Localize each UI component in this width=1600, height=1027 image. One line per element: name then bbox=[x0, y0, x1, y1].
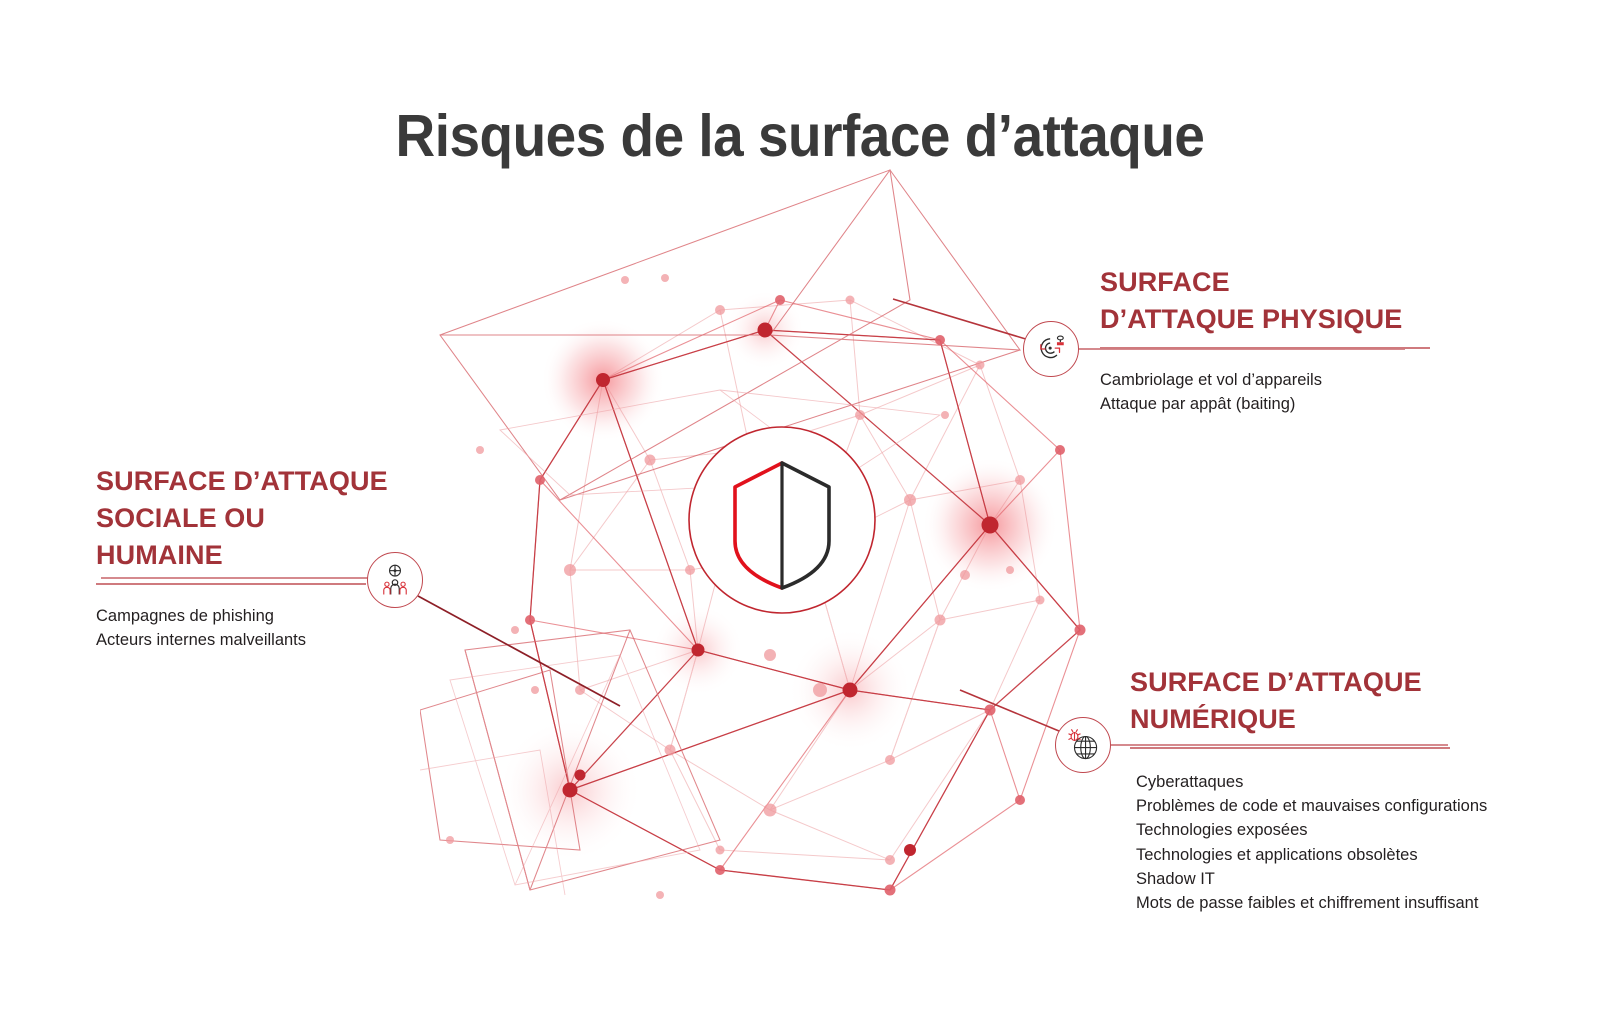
callout-list-numerique: Cyberattaques Problèmes de code et mauva… bbox=[1136, 770, 1550, 916]
network-svg bbox=[420, 169, 1086, 899]
badge-surface-attaque-sociale[interactable] bbox=[367, 552, 423, 608]
list-item: Cambriolage et vol d’appareils bbox=[1100, 370, 1322, 389]
list-item: Acteurs internes malveillants bbox=[96, 631, 307, 650]
badge-surface-attaque-numerique[interactable] bbox=[1055, 717, 1111, 773]
physical-target-device-icon bbox=[1040, 335, 1064, 359]
callout-rule-numerique bbox=[1130, 746, 1450, 749]
people-target-icon bbox=[383, 564, 407, 595]
list-item: Technologies et applications obsolètes bbox=[1136, 845, 1418, 864]
list-item: Shadow IT bbox=[1136, 869, 1215, 888]
list-item: Problèmes de code et mauvaises configura… bbox=[1136, 797, 1488, 816]
callout-rule-physique bbox=[1100, 346, 1430, 349]
shield-icon bbox=[688, 426, 876, 614]
network-glows bbox=[498, 290, 1058, 862]
center-shield-badge bbox=[687, 425, 877, 615]
list-item: Campagnes de phishing bbox=[96, 606, 274, 625]
callout-rule-sociale bbox=[96, 582, 366, 585]
callout-surface-attaque-physique: SURFACE D’ATTAQUE PHYSIQUE Cambriolage e… bbox=[1100, 264, 1500, 416]
callout-heading-numerique: SURFACE D’ATTAQUE NUMÉRIQUE bbox=[1130, 667, 1422, 734]
network-nodes-hub bbox=[562, 322, 999, 856]
callout-heading-physique: SURFACE D’ATTAQUE PHYSIQUE bbox=[1100, 267, 1403, 334]
callout-list-sociale: Campagnes de phishing Acteurs internes m… bbox=[96, 604, 496, 653]
page-title: Risques de la surface d’attaque bbox=[395, 102, 1205, 169]
callout-list-physique: Cambriolage et vol d’appareils Attaque p… bbox=[1100, 368, 1500, 417]
callout-surface-attaque-sociale: SURFACE D’ATTAQUE SOCIALE OU HUMAINE Cam… bbox=[96, 463, 496, 652]
list-item: Attaque par appât (baiting) bbox=[1100, 395, 1296, 414]
callout-heading-sociale: SURFACE D’ATTAQUE SOCIALE OU HUMAINE bbox=[96, 466, 388, 570]
list-item: Technologies exposées bbox=[1136, 821, 1308, 840]
globe-bug-icon bbox=[1068, 729, 1098, 760]
list-item: Mots de passe faibles et chiffrement ins… bbox=[1136, 894, 1479, 913]
badge-surface-attaque-physique[interactable] bbox=[1023, 321, 1079, 377]
callout-surface-attaque-numerique: SURFACE D’ATTAQUE NUMÉRIQUE Cyberattaque… bbox=[1130, 664, 1550, 915]
list-item: Cyberattaques bbox=[1136, 772, 1244, 791]
network-sphere-graphic bbox=[420, 150, 1120, 910]
